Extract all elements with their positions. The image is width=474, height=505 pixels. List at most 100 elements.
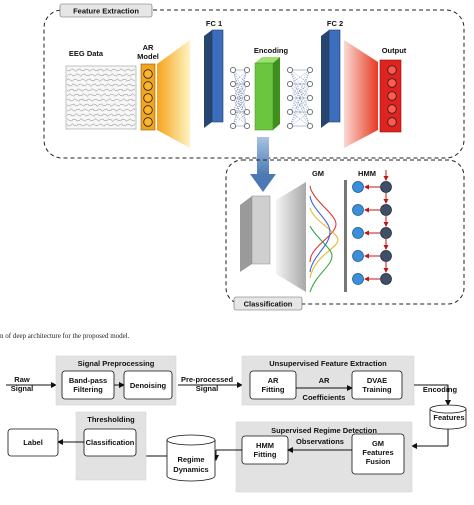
network-node (244, 109, 250, 115)
ar-fitting-line1: AR (268, 376, 279, 385)
gray-cube (251, 195, 271, 265)
hmm-chain (352, 170, 392, 285)
network-node (307, 95, 313, 101)
eeg-signal-panel (65, 65, 137, 130)
encoding-flow-label: Encoding (423, 385, 458, 394)
output-funnel (344, 40, 378, 148)
label-box (7, 428, 59, 457)
network-node (230, 95, 236, 101)
hmm-label: HMM (358, 169, 376, 178)
classification-frame (225, 159, 465, 305)
figure-caption-fragment: n of deep architecture for the proposed … (0, 332, 130, 340)
denoising-label: Denoising (130, 381, 167, 390)
network-edge (289, 69, 311, 113)
bandpass-line2: Filtering (73, 385, 103, 394)
preprocessed-label-line2: Signal (196, 384, 219, 393)
ar-model-label-line1: AR (143, 43, 154, 52)
network-edge (289, 69, 311, 85)
ar-coefficients-line1: AR (319, 376, 330, 385)
network-edge (289, 97, 311, 127)
eeg-trace (66, 118, 136, 122)
gm-features-line3: Fusion (366, 457, 391, 466)
fc1-label: FC 1 (206, 19, 222, 28)
network-edge (232, 69, 248, 113)
ar-coefficients-line2: Coefficients (303, 393, 346, 402)
fc1-layer (211, 29, 224, 123)
ar-funnel (157, 40, 190, 148)
feature-extraction-title: Feature Extraction (73, 7, 139, 16)
classification-title: Classification (244, 300, 293, 309)
raw-signal-label-line1: Raw (14, 375, 30, 384)
network-node (244, 123, 250, 129)
features-label: Features (433, 413, 464, 422)
eeg-trace (66, 108, 136, 112)
eeg-trace (66, 123, 136, 127)
classification-label: Classification (86, 438, 135, 447)
features-database (429, 404, 467, 430)
network-edge (289, 69, 311, 113)
eeg-trace (66, 73, 136, 77)
hmm-fitting-line2: Fitting (254, 450, 277, 459)
network-node (244, 81, 250, 87)
eeg-trace (66, 78, 136, 82)
network-node (244, 95, 250, 101)
label-text: Label (23, 438, 43, 447)
network-node (230, 109, 236, 115)
network-edge (289, 83, 311, 113)
network-node (287, 123, 293, 129)
fc2-label: FC 2 (327, 19, 343, 28)
ar-fitting-box (249, 370, 297, 400)
dvae-line2: Training (362, 385, 392, 394)
eeg-trace (66, 113, 136, 117)
network-node (287, 109, 293, 115)
fc1-network (230, 67, 250, 129)
network-edge (289, 111, 311, 127)
network-edge (289, 69, 311, 99)
network-node (307, 109, 313, 115)
preprocessed-label-line1: Pre-processed (181, 375, 234, 384)
fc2-layer (328, 29, 341, 123)
eeg-trace (66, 68, 136, 72)
network-node (230, 123, 236, 129)
network-edge (289, 69, 311, 99)
network-edge (289, 69, 311, 127)
network-edge (232, 69, 248, 99)
network-edge (289, 111, 311, 127)
gm-label: GM (312, 169, 324, 178)
encoding-layer-side (273, 57, 280, 130)
network-node (230, 81, 236, 87)
signal-preprocessing-title: Signal Preprocessing (78, 359, 155, 368)
network-node (230, 67, 236, 73)
eeg-traces (66, 68, 136, 127)
network-edge (289, 69, 311, 85)
network-node (287, 67, 293, 73)
ar-model-label-line2: Model (137, 52, 159, 61)
network-edge (232, 69, 248, 127)
network-edge (232, 97, 248, 127)
eeg-trace (66, 88, 136, 92)
network-edge (232, 111, 248, 127)
eeg-trace (66, 103, 136, 107)
gray-funnel (276, 182, 306, 292)
output-label: Output (382, 46, 407, 55)
gm-density-curves (309, 185, 339, 293)
classification-tab (233, 296, 303, 311)
gm-separator-bar (344, 180, 347, 292)
regime-line2: Dynamics (173, 465, 208, 474)
network-node (307, 67, 313, 73)
network-edge (289, 97, 311, 113)
hmm-fitting-line1: HMM (256, 441, 274, 450)
ar-fitting-line2: Fitting (262, 385, 285, 394)
network-node (287, 95, 293, 101)
denoising-box (123, 370, 173, 400)
encoding-layer-top (255, 57, 280, 63)
fc1-layer-side (204, 30, 212, 128)
network-edge (289, 83, 311, 127)
regime-line1: Regime (177, 455, 204, 464)
dvae-line1: DVAE (367, 376, 387, 385)
thresholding-title: Thresholding (87, 415, 135, 424)
network-edge (289, 97, 311, 113)
supervised-title: Supervised Regime Detection (271, 426, 377, 435)
eeg-data-label: EEG Data (69, 49, 104, 58)
eeg-trace (66, 93, 136, 97)
